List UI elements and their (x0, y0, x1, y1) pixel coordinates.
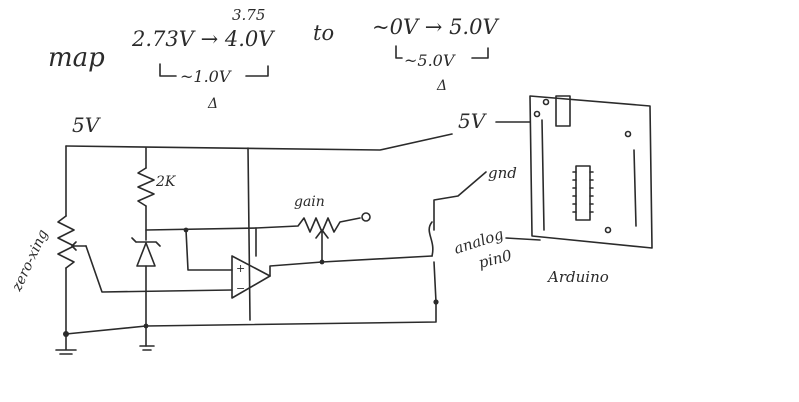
wiper-to-opamp (85, 245, 233, 293)
mount-hole-1 (533, 110, 541, 118)
input-delta: Δ (207, 96, 218, 112)
output-span-text: ~5.0V (404, 51, 456, 70)
op-amp (231, 255, 271, 299)
input-upper-alt: 3.75 (232, 6, 265, 24)
opamp-minus: − (236, 282, 245, 295)
mount-hole-4 (604, 226, 612, 234)
header-left (541, 119, 545, 231)
board-outline (529, 95, 653, 249)
usb-connector (555, 95, 571, 127)
header-right (633, 149, 637, 227)
zener-diode (131, 237, 161, 267)
gain-pot (255, 217, 361, 233)
input-range-text: 2.73V → 4.0V (131, 27, 275, 51)
mount-hole-2 (542, 98, 550, 106)
atmega-chip (575, 165, 591, 221)
pin-gnd-label: gnd (488, 164, 517, 182)
output-span-bracket (395, 45, 489, 59)
analog-wire-hop (428, 221, 434, 257)
supply-5v-label: 5V (72, 113, 102, 137)
gain-pot-wiper (315, 229, 329, 263)
arduino-board: Arduino 5V gnd analog pin0 (452, 95, 653, 286)
ground-symbol-left (55, 333, 77, 355)
zero-pot-resistor (57, 215, 75, 269)
mount-hole-3 (624, 130, 632, 138)
output-delta: Δ (436, 78, 447, 94)
zero-pot-label: zero-xing (9, 227, 52, 294)
output-range-text: ~0V → 5.0V (372, 15, 499, 39)
resistor-2k (137, 167, 155, 207)
opamp-plus: + (236, 262, 245, 275)
pin-analog-label-2: pin0 (477, 246, 514, 272)
gnd-wire (433, 171, 487, 303)
bottom-rail (65, 301, 437, 335)
opamp-supply-rail (247, 147, 251, 321)
map-word: map (48, 43, 105, 73)
circuit: 5V zero-xing 2K + − gain (9, 113, 541, 355)
opamp-output-wire (269, 255, 433, 277)
pin-5v-label: 5V (458, 109, 488, 133)
zero-pot-wiper (71, 241, 87, 251)
ground-symbol-mid (139, 345, 155, 351)
input-span-text: ~1.0V (180, 67, 232, 86)
arduino-label: Arduino (546, 268, 609, 286)
mid-ground-node (143, 323, 149, 329)
gain-label: gain (294, 194, 325, 210)
supply-rail (65, 133, 453, 151)
resistor-2k-label: 2K (155, 174, 177, 190)
analog-to-board (505, 237, 541, 241)
zener-to-opamp (145, 227, 257, 271)
chip-pins (572, 171, 594, 213)
mapping-notes: map 2.73V → 4.0V 3.75 to ~0V → 5.0V ~1.0… (48, 6, 499, 112)
to-word: to (313, 21, 334, 45)
gain-pot-terminal (361, 212, 371, 222)
input-span-bracket (159, 63, 269, 77)
